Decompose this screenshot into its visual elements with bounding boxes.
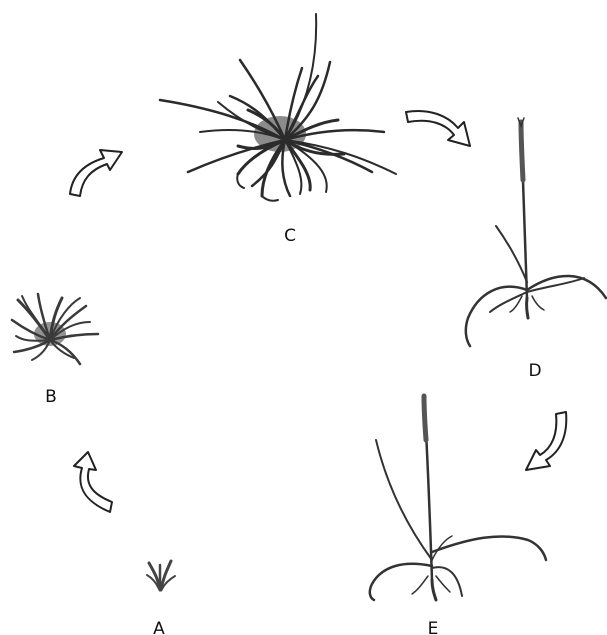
stage-e-seeding-stalk-icon	[370, 396, 546, 600]
arrow-d-to-e-icon	[526, 412, 566, 470]
arrow-c-to-d-icon	[406, 111, 470, 146]
stage-b-young-tuft-icon	[12, 294, 98, 364]
stage-label-b: B	[45, 387, 57, 407]
arrow-a-to-b-icon	[74, 452, 112, 512]
stage-label-e: E	[428, 619, 439, 635]
stage-d-flowering-stalk-icon	[466, 118, 606, 346]
arrow-b-to-c-icon	[70, 150, 122, 196]
stage-label-a: A	[153, 619, 165, 635]
stage-label-d: D	[528, 361, 541, 381]
stage-a-seedling-icon	[147, 561, 175, 590]
stage-label-c: C	[284, 226, 296, 246]
stage-c-mature-clump-icon	[160, 14, 396, 201]
